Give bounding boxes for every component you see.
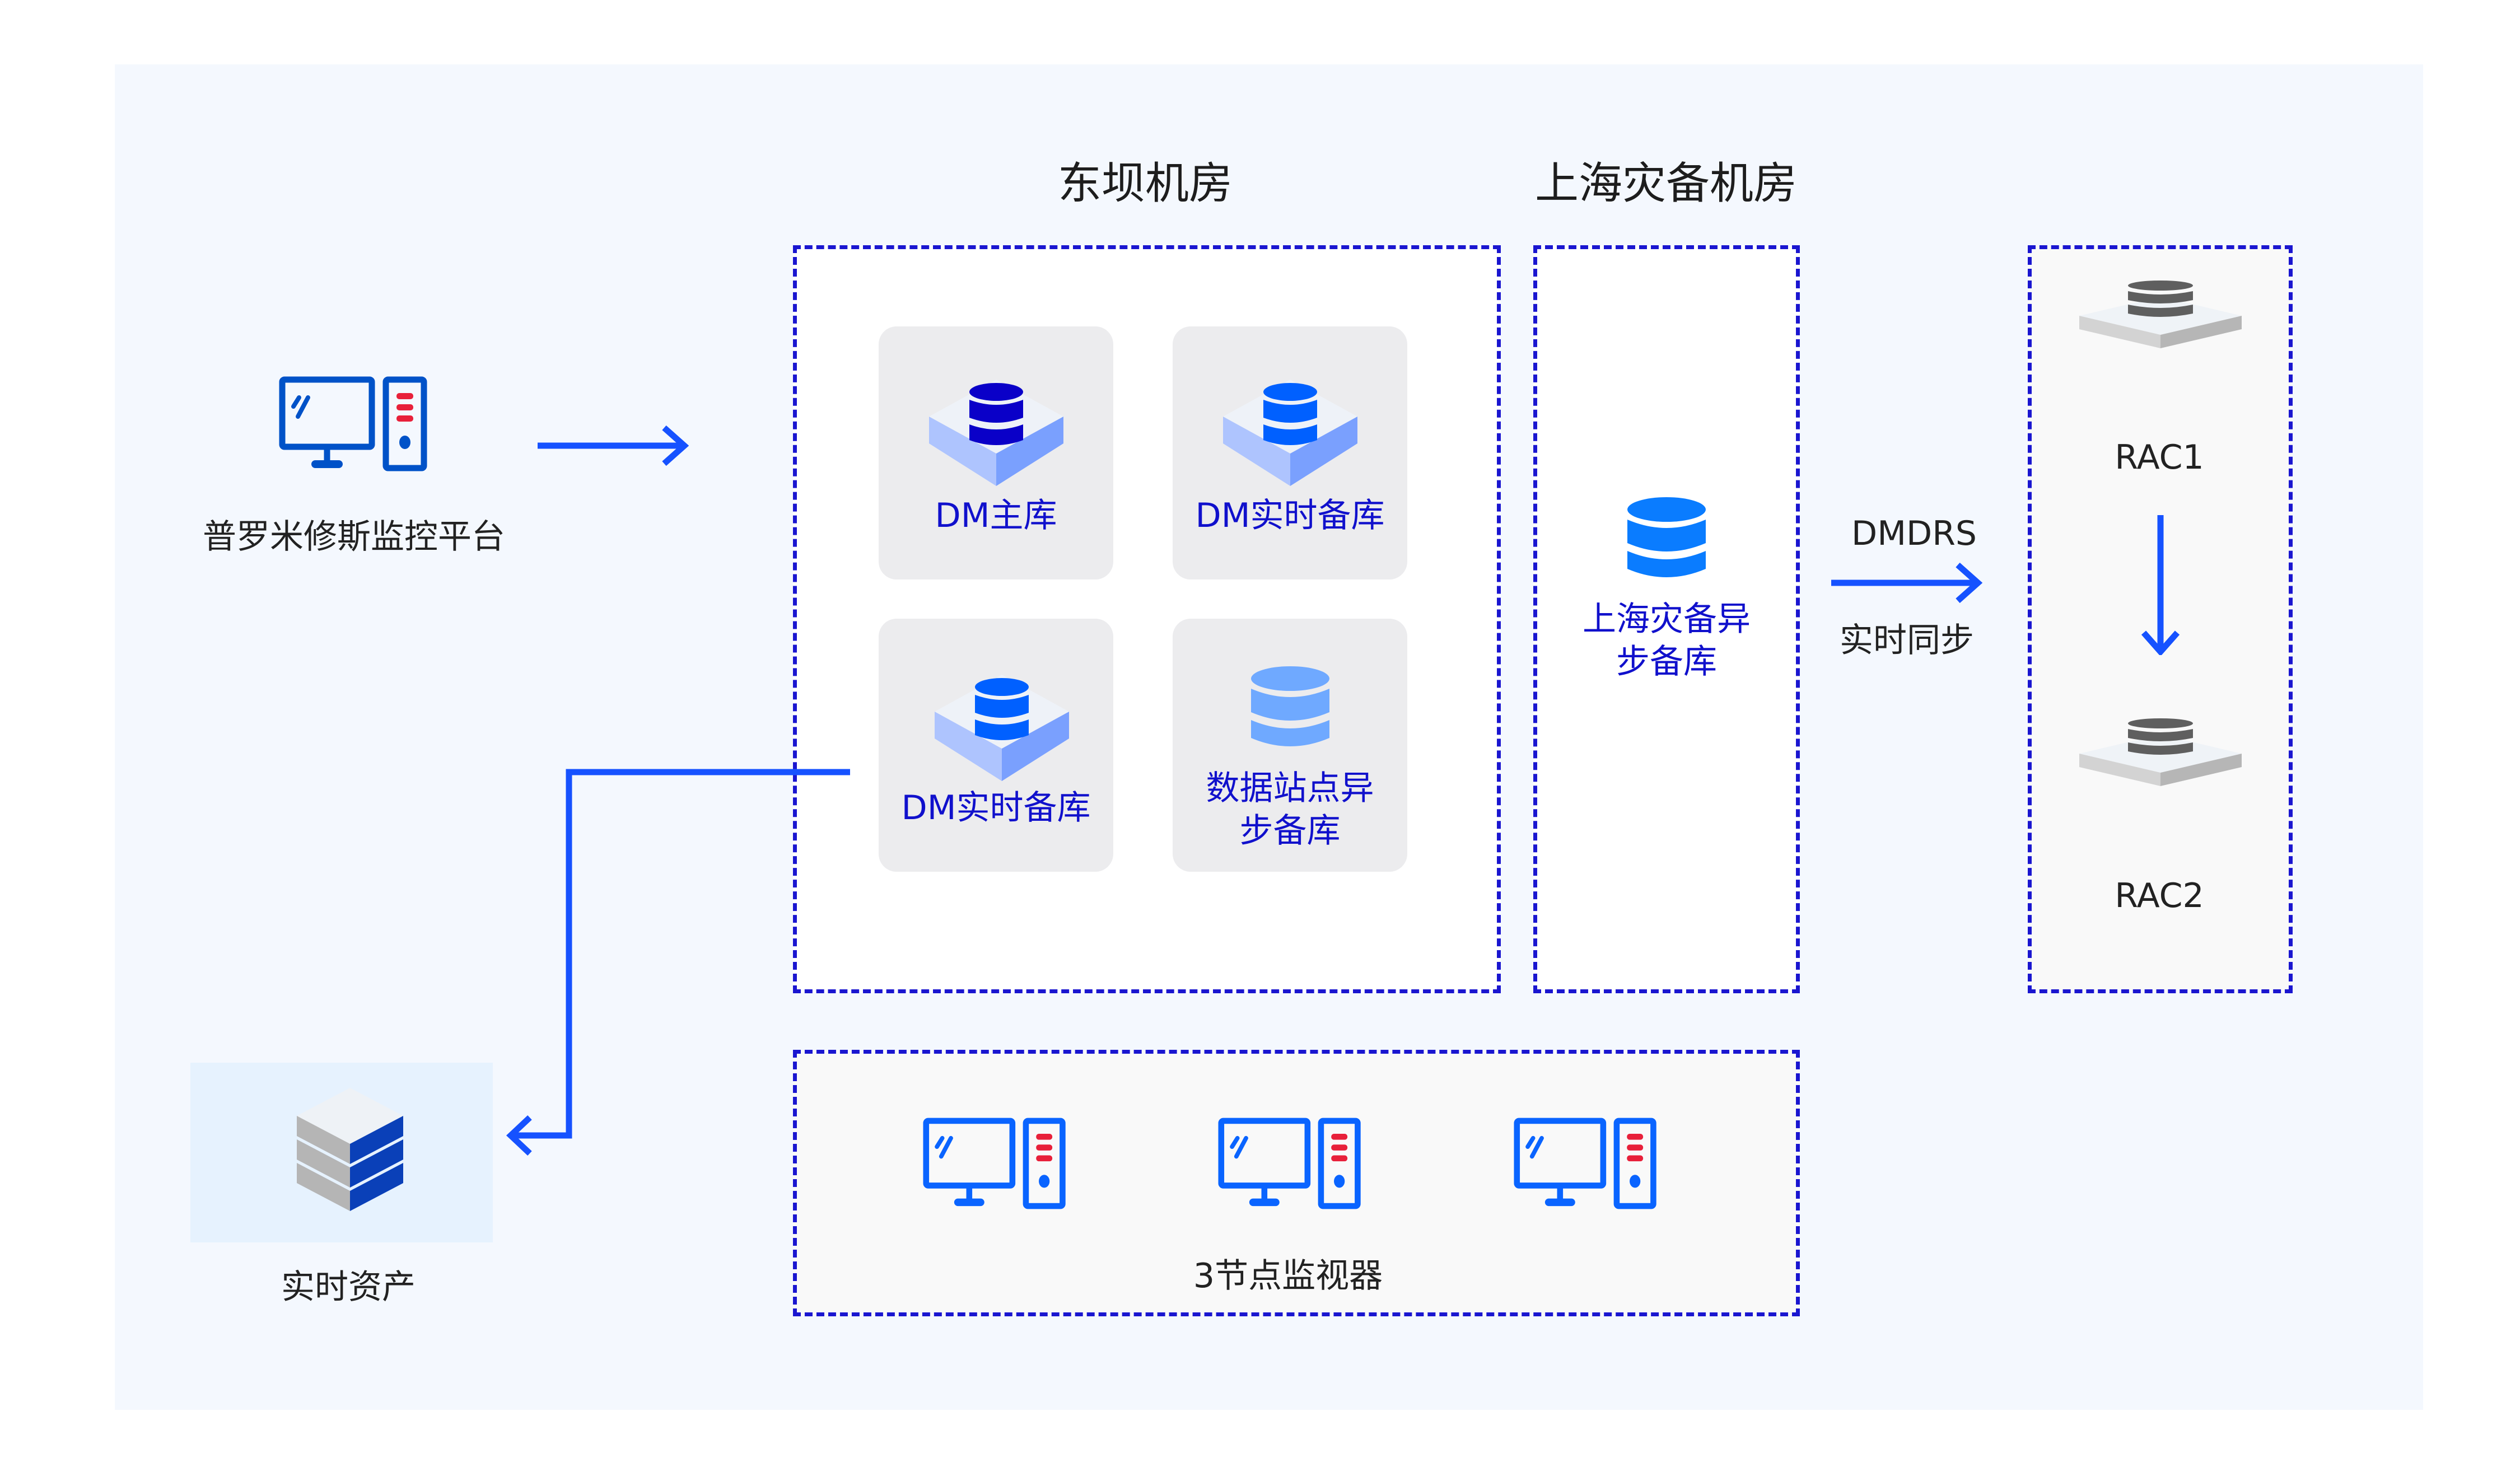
monitor-node-2[interactable] (1218, 1116, 1364, 1210)
data-site-async-standby-tile[interactable]: 数据站点异 步备库 (1173, 619, 1407, 872)
data-site-async-standby-label: 数据站点异 步备库 (1173, 767, 1407, 852)
prometheus-node[interactable] (279, 376, 430, 471)
computer-monitor-icon (1514, 1118, 1656, 1209)
dm-realtime-standby-label-2: DM实时备库 (901, 788, 1091, 828)
monitor-node-3[interactable] (1514, 1116, 1659, 1210)
rac2-label: RAC2 (2115, 876, 2204, 915)
dm-realtime-standby-tile-2[interactable]: DM实时备库 (879, 619, 1113, 872)
stacked-cube-icon (297, 1088, 403, 1211)
realtime-assets-node[interactable] (190, 1063, 493, 1242)
label-line: 步备库 (1616, 642, 1717, 681)
arrow-right-icon (1831, 563, 1982, 603)
computer-monitor-icon (279, 376, 427, 471)
shanghai-async-standby-node[interactable]: 上海灾备异 步备库 (1533, 245, 1800, 993)
connector-arrow-icon (506, 769, 850, 1156)
arrow-down-icon (2141, 515, 2180, 655)
computer-monitor-icon (923, 1118, 1066, 1209)
dm-primary-label: DM主库 (935, 496, 1057, 535)
prometheus-label: 普罗米修斯监控平台 (203, 517, 505, 557)
label-line: 上海灾备异 (1583, 600, 1751, 639)
rac1-node[interactable] (2079, 280, 2242, 409)
shanghai-datacenter-title: 上海灾备机房 (1534, 158, 1798, 209)
rac1-label: RAC1 (2115, 438, 2204, 477)
dm-realtime-standby-label: DM实时备库 (1195, 496, 1385, 535)
label-line: 数据站点异 (1206, 769, 1374, 808)
realtime-assets-label: 实时资产 (281, 1268, 416, 1307)
dm-realtime-standby-tile[interactable]: DM实时备库 (1173, 326, 1407, 579)
dongba-datacenter-title: 东坝机房 (1057, 158, 1233, 209)
database-platform-gray-icon (2079, 718, 2242, 786)
monitor-node-1[interactable] (923, 1116, 1068, 1210)
shanghai-datacenter-group (1533, 245, 1800, 993)
computer-monitor-icon (1218, 1118, 1361, 1209)
database-platform-icon (935, 675, 1069, 781)
database-icon (1627, 497, 1706, 577)
monitors-label: 3节点监视器 (1193, 1256, 1383, 1296)
database-icon (1251, 666, 1329, 746)
sync-mode-label: 实时同步 (1840, 621, 1974, 660)
sync-protocol-label: DMDRS (1851, 514, 1977, 553)
dm-primary-tile[interactable]: DM主库 (879, 326, 1113, 579)
shanghai-async-standby-label: 上海灾备异 步备库 (1533, 598, 1800, 683)
label-line: 步备库 (1239, 811, 1341, 850)
arrow-right-icon (538, 426, 689, 466)
database-platform-icon (1223, 380, 1357, 486)
rac2-node[interactable] (2079, 718, 2242, 847)
database-platform-icon (929, 380, 1063, 486)
database-platform-gray-icon (2079, 281, 2242, 348)
